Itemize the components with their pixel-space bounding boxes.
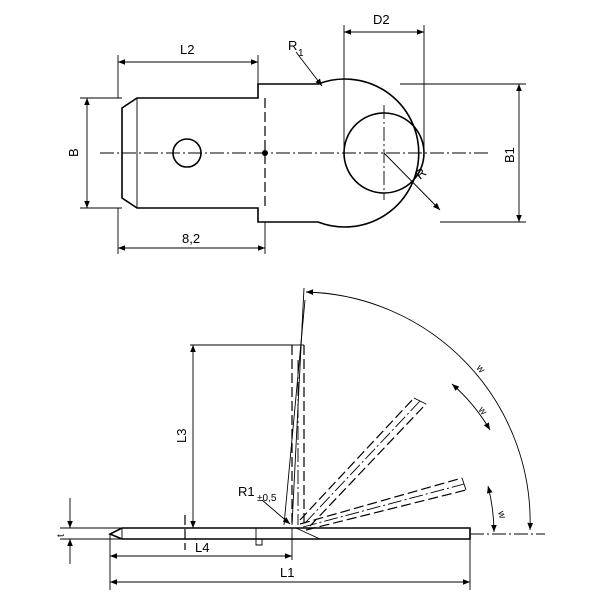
r1-leader [295, 51, 323, 87]
l3-label: L3 [174, 429, 189, 443]
r1-bend-tolerance: ±0,5 [257, 493, 277, 504]
bend-angle-arc [305, 289, 534, 531]
w-label-2: w [475, 404, 489, 418]
strip-step-mark [255, 528, 263, 546]
terminal-outline [121, 78, 420, 228]
l2-label: L2 [180, 42, 194, 57]
r1-bend-leader [261, 499, 291, 525]
t-label: t [56, 534, 67, 537]
top-view: L2 D2 R 1 B B1 R 8,2 [66, 12, 526, 254]
b1-label: B1 [502, 147, 517, 163]
strip-bend-mark [295, 527, 321, 540]
r1-bend-label: R1 [238, 484, 255, 499]
diagonal-position-axis [304, 400, 421, 524]
r1-label: R [288, 38, 297, 53]
len-label: 8,2 [182, 231, 200, 246]
w-label-1: w [473, 362, 487, 376]
r-leader [383, 152, 441, 211]
r1-subscript: 1 [298, 48, 304, 59]
pivot-ray-1 [291, 287, 305, 526]
pivot-ray-2 [283, 299, 306, 526]
low-angle-position-axis [302, 483, 465, 528]
w-label-3: w [495, 509, 508, 521]
side-view: w w w L3 R1 ±0,5 t L4 L1 [56, 287, 545, 590]
chamfer-bevel [121, 97, 138, 209]
d2-label: D2 [373, 12, 390, 27]
flat-strip [108, 527, 471, 540]
low-angle-position [299, 477, 467, 531]
b-label: B [66, 148, 81, 157]
l4-label: L4 [195, 540, 209, 555]
low-angle-arc [487, 485, 497, 533]
l1-label: L1 [280, 565, 294, 580]
inner-angle-arc [451, 383, 491, 431]
